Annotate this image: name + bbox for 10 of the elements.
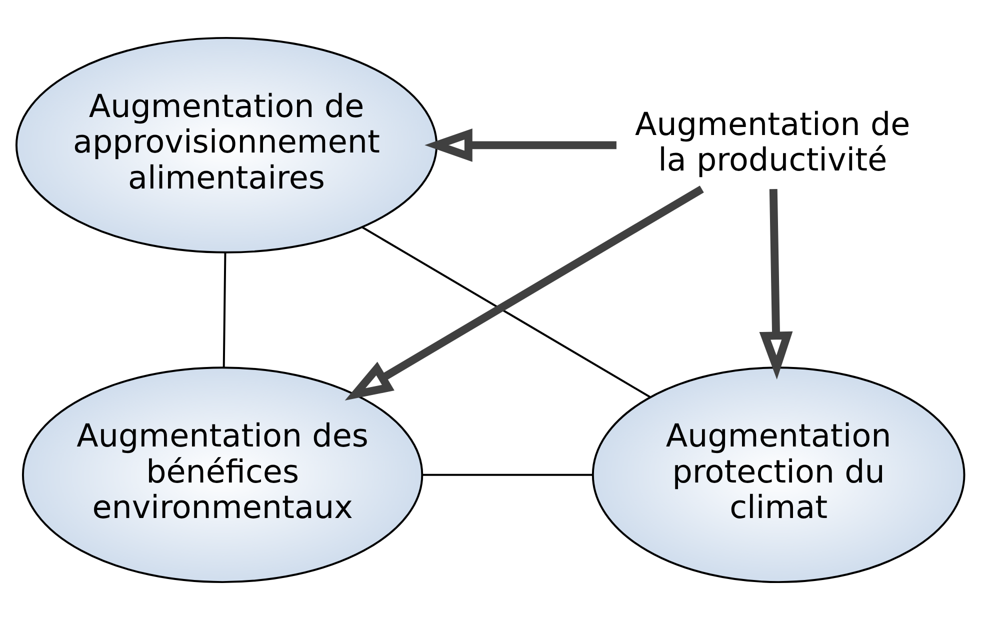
node-ellipse: Augmentation protection du climat (592, 366, 966, 583)
connector (422, 473, 592, 476)
node-ellipse: Augmentation de approvisionnement alimentaires (15, 36, 438, 253)
node-text: Augmentation de la productivité (635, 106, 910, 178)
connector (222, 252, 226, 367)
node-ellipse: Augmentation des bénéfices environmentaux (22, 366, 424, 583)
arrow (424, 128, 616, 162)
arrow (344, 185, 704, 400)
arrow (759, 188, 793, 379)
connector (362, 226, 650, 398)
